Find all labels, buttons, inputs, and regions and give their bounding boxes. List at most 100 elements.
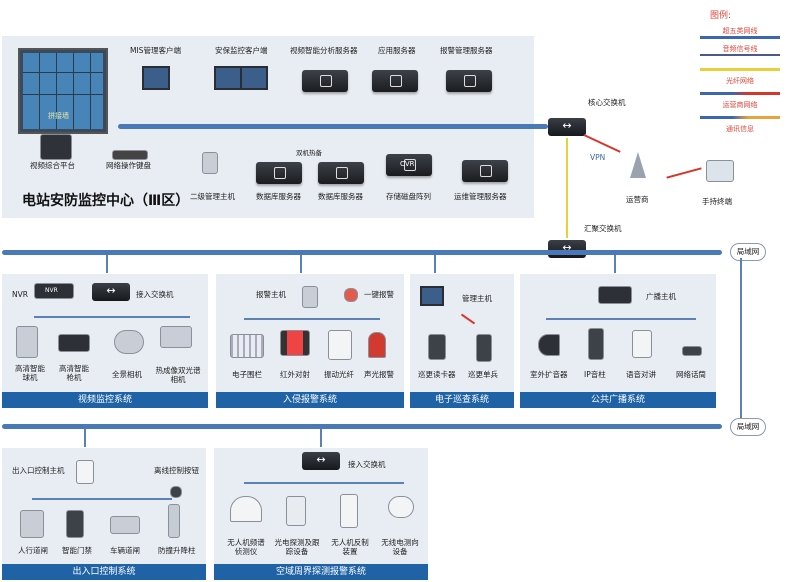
patrol-reader-icon [428,334,446,360]
ops-server-icon[interactable] [462,160,508,182]
electric-fence-icon [230,334,264,358]
broadcast-host-icon [598,286,632,304]
vehicle-gate-icon [110,516,140,534]
intrusion-device-2: 红外对射 [280,370,310,379]
airspace-device-4: 无线电测向设备 [381,538,419,556]
db-server-2-icon[interactable] [318,162,364,184]
video-analysis-server-label: 视频智能分析服务器 [290,46,358,55]
legend-title: 图例: [710,11,732,21]
airspace-switch-label: 接入交换机 [348,460,386,469]
vpn-line [583,134,621,153]
secondary-host-label: 二级管理主机 [190,192,235,201]
drop-patrol [434,255,436,273]
app-server-label: 应用服务器 [378,46,416,55]
offline-button-label: 离线控制按钮 [154,466,199,475]
pedestrian-gate-icon [20,510,44,538]
cvr-label: CVR [400,160,415,168]
center-title: 电站安防监控中心（Ⅲ区） [22,193,190,209]
access-tree-line [32,498,172,500]
infrared-icon [280,330,310,356]
nvr-box-label: NVR [45,287,58,294]
drop-access [84,429,86,447]
video-access-switch-label: 接入交换机 [136,290,174,299]
lan-cloud-1: 局域网 [730,243,766,261]
keyboard-label: 网络操作键盘 [106,161,151,170]
access-system-footer: 出入口控制系统 [2,564,206,580]
carrier-tower-icon [630,152,646,178]
mis-client-icon [142,66,170,90]
access-host-icon [76,460,94,484]
outdoor-speaker-icon [538,334,560,356]
access-device-2: 智能门禁 [62,546,92,555]
offline-button-icon [170,486,182,498]
smart-door-icon [66,510,84,538]
patrol-device-2: 巡更单兵 [468,370,498,379]
app-server-icon[interactable] [372,70,418,92]
broadcast-system-footer: 公共广播系统 [520,392,716,408]
spectrum-detector-icon [230,496,262,522]
agg-switch-label: 汇聚交换机 [584,224,622,233]
access-device-4: 防撞升降柱 [158,546,196,555]
agg-switch-icon[interactable] [548,240,586,258]
airspace-device-3: 无人机反制装置 [331,538,369,556]
ip-column-icon [588,328,604,360]
airspace-device-2: 光电探测及跟踪设备 [274,538,320,556]
db-server-1-icon[interactable] [256,162,302,184]
airspace-switch-icon[interactable] [302,452,340,470]
video-device-1: 高清智能球机 [15,364,45,382]
security-client-icon-1 [214,66,242,90]
handheld-label: 手持终端 [702,197,732,206]
vpn-label: VPN [590,153,606,162]
video-wall: 拼接墙 [18,48,108,134]
legend-label-cat5: 超五类网线 [722,27,758,35]
intrusion-device-1: 电子围栏 [232,370,262,379]
center-bus [118,124,548,129]
secondary-host-icon [202,152,218,174]
patrol-system-footer: 电子巡查系统 [410,392,514,408]
drop-airspace [320,429,322,447]
drop-video [106,255,108,273]
airspace-system-footer: 空域周界探测报警系统 [214,564,428,580]
carrier-label: 运营商 [626,195,649,204]
broadcast-tree-line [546,318,696,320]
panic-button-label: 一键报警 [364,290,394,299]
electro-optical-icon [286,496,306,526]
core-switch-label: 核心交换机 [588,98,626,107]
airspace-tree-line [244,482,404,484]
video-analysis-server-icon[interactable] [302,70,348,92]
hot-standby-label: 双机热备 [296,149,322,157]
patrol-host-label: 管理主机 [462,294,492,303]
intrusion-tree-line [244,318,380,320]
storage-icon[interactable] [386,154,432,176]
alarm-server-icon[interactable] [446,70,492,92]
intrusion-system-footer: 入侵报警系统 [216,392,404,408]
security-client-label: 安保监控客户端 [215,46,268,55]
keyboard-icon [112,150,148,160]
broadcast-device-1: 室外扩音器 [530,370,568,379]
core-switch-icon[interactable] [548,118,586,136]
nvr-label: NVR [12,290,28,299]
mis-client-label: MIS管理客户端 [130,46,181,55]
drop-broadcast [614,255,616,273]
alarm-server-label: 报警管理服务器 [440,46,493,55]
legend-label-fiber: 光纤网络 [726,77,754,85]
dome-camera-icon [16,326,38,358]
broadcast-device-3: 语音对讲 [626,370,656,379]
video-device-4: 热成像双光谱相机 [155,366,201,384]
carrier-link-line [666,167,702,179]
access-device-3: 车辆道闸 [110,546,140,555]
sound-light-alarm-icon [368,332,386,358]
intrusion-device-3: 振动光纤 [324,370,354,379]
legend-line-carrier [700,92,780,95]
bullet-camera-icon [58,334,90,352]
drop-intrusion [300,255,302,273]
alarm-host-icon [302,286,318,308]
video-access-switch-icon[interactable] [92,283,130,301]
storage-label: 存储磁盘阵列 [386,192,431,201]
panic-button-icon [344,288,358,302]
lan-connector [740,258,742,424]
video-wall-label: 拼接墙 [48,112,69,120]
fiber-link [566,138,568,238]
security-client-icon-2 [240,66,268,90]
airspace-device-1: 无人机频谱侦测仪 [227,538,265,556]
